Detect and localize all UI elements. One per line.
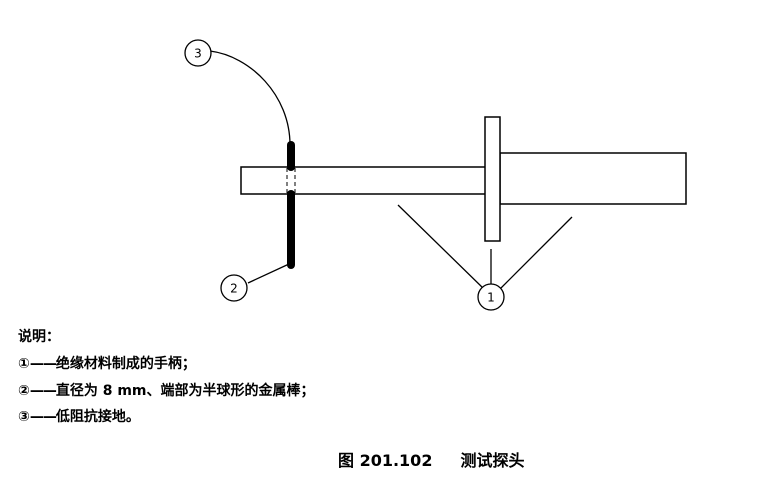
marker-2-label: 2 xyxy=(230,282,238,296)
leader-line-2 xyxy=(247,263,290,284)
legend-item-2: ②——直径为 8 mm、端部为半球形的金属棒； xyxy=(18,380,315,400)
legend-item-1-mark: ① xyxy=(18,356,30,372)
metal-rod xyxy=(240,166,498,195)
guard-flange xyxy=(484,116,501,242)
legend-item-3-dash: —— xyxy=(29,409,57,425)
legend-item-3: ③——低阻抗接地。 xyxy=(18,406,140,426)
ground-wire xyxy=(209,50,291,146)
insulating-handle xyxy=(499,152,687,205)
leader-line-1c xyxy=(499,216,573,290)
marker-1-label: 1 xyxy=(487,291,495,305)
legend-item-2-dash: —— xyxy=(29,383,57,399)
figure-number: 图 201.102 xyxy=(338,451,433,470)
legend-title: 说明： xyxy=(18,329,60,345)
legend-item-1-text: 绝缘材料制成的手柄； xyxy=(55,356,196,372)
marker-3-label: 3 xyxy=(194,47,202,61)
legend-item-1-dash: —— xyxy=(29,356,57,372)
leader-line-1a xyxy=(397,204,485,290)
legend-item-3-text: 低阻抗接地。 xyxy=(55,409,140,425)
figure-caption: 图 201.102 测试探头 xyxy=(338,447,524,471)
marker-1: 1 xyxy=(477,283,505,311)
marker-2: 2 xyxy=(220,274,248,302)
legend-item-3-mark: ③ xyxy=(18,409,30,425)
legend-item-2-text: 直径为 8 mm、端部为半球形的金属棒； xyxy=(55,383,315,399)
legend-item-1: ①——绝缘材料制成的手柄； xyxy=(18,353,196,373)
legend-item-2-mark: ② xyxy=(18,383,30,399)
figure-title: 测试探头 xyxy=(460,451,525,470)
marker-3: 3 xyxy=(184,39,212,67)
